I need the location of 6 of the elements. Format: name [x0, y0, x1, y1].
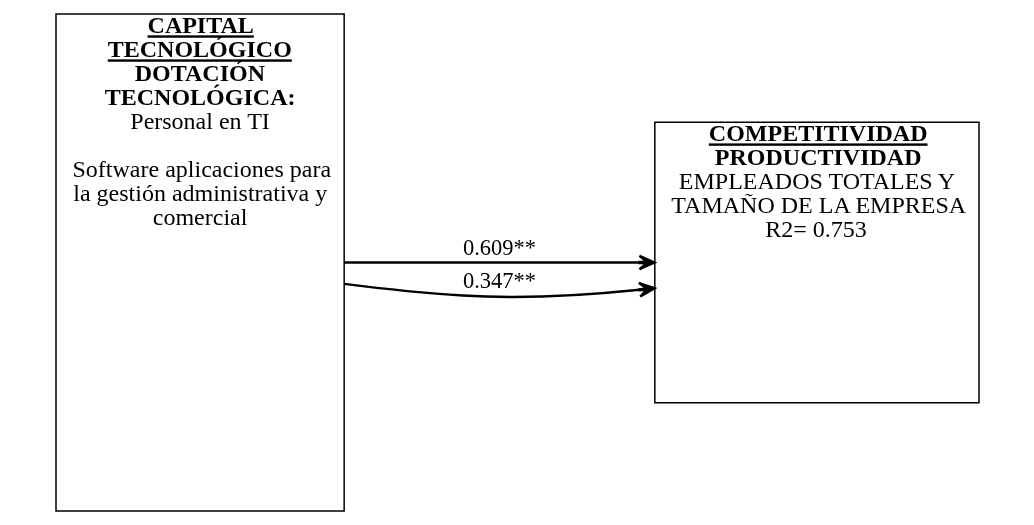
edge-label: 0.347**	[462, 268, 536, 294]
node-box: COMPETITIVIDAD PRODUCTIVIDAD EMPLEADOS TOTALES Y TAMAÑO DE LA EMPRESA R2= 0.753	[653, 121, 980, 404]
arrow	[343, 281, 656, 299]
node-box: CAPITAL TECNOLÓGICO DOTACIÓN TECNOLÓGICA: Personal en TI Software aplicaciones para la gestión administrativa y comercial	[54, 13, 345, 512]
edge-label: 0.609**	[462, 235, 536, 260]
arrow	[343, 254, 656, 271]
